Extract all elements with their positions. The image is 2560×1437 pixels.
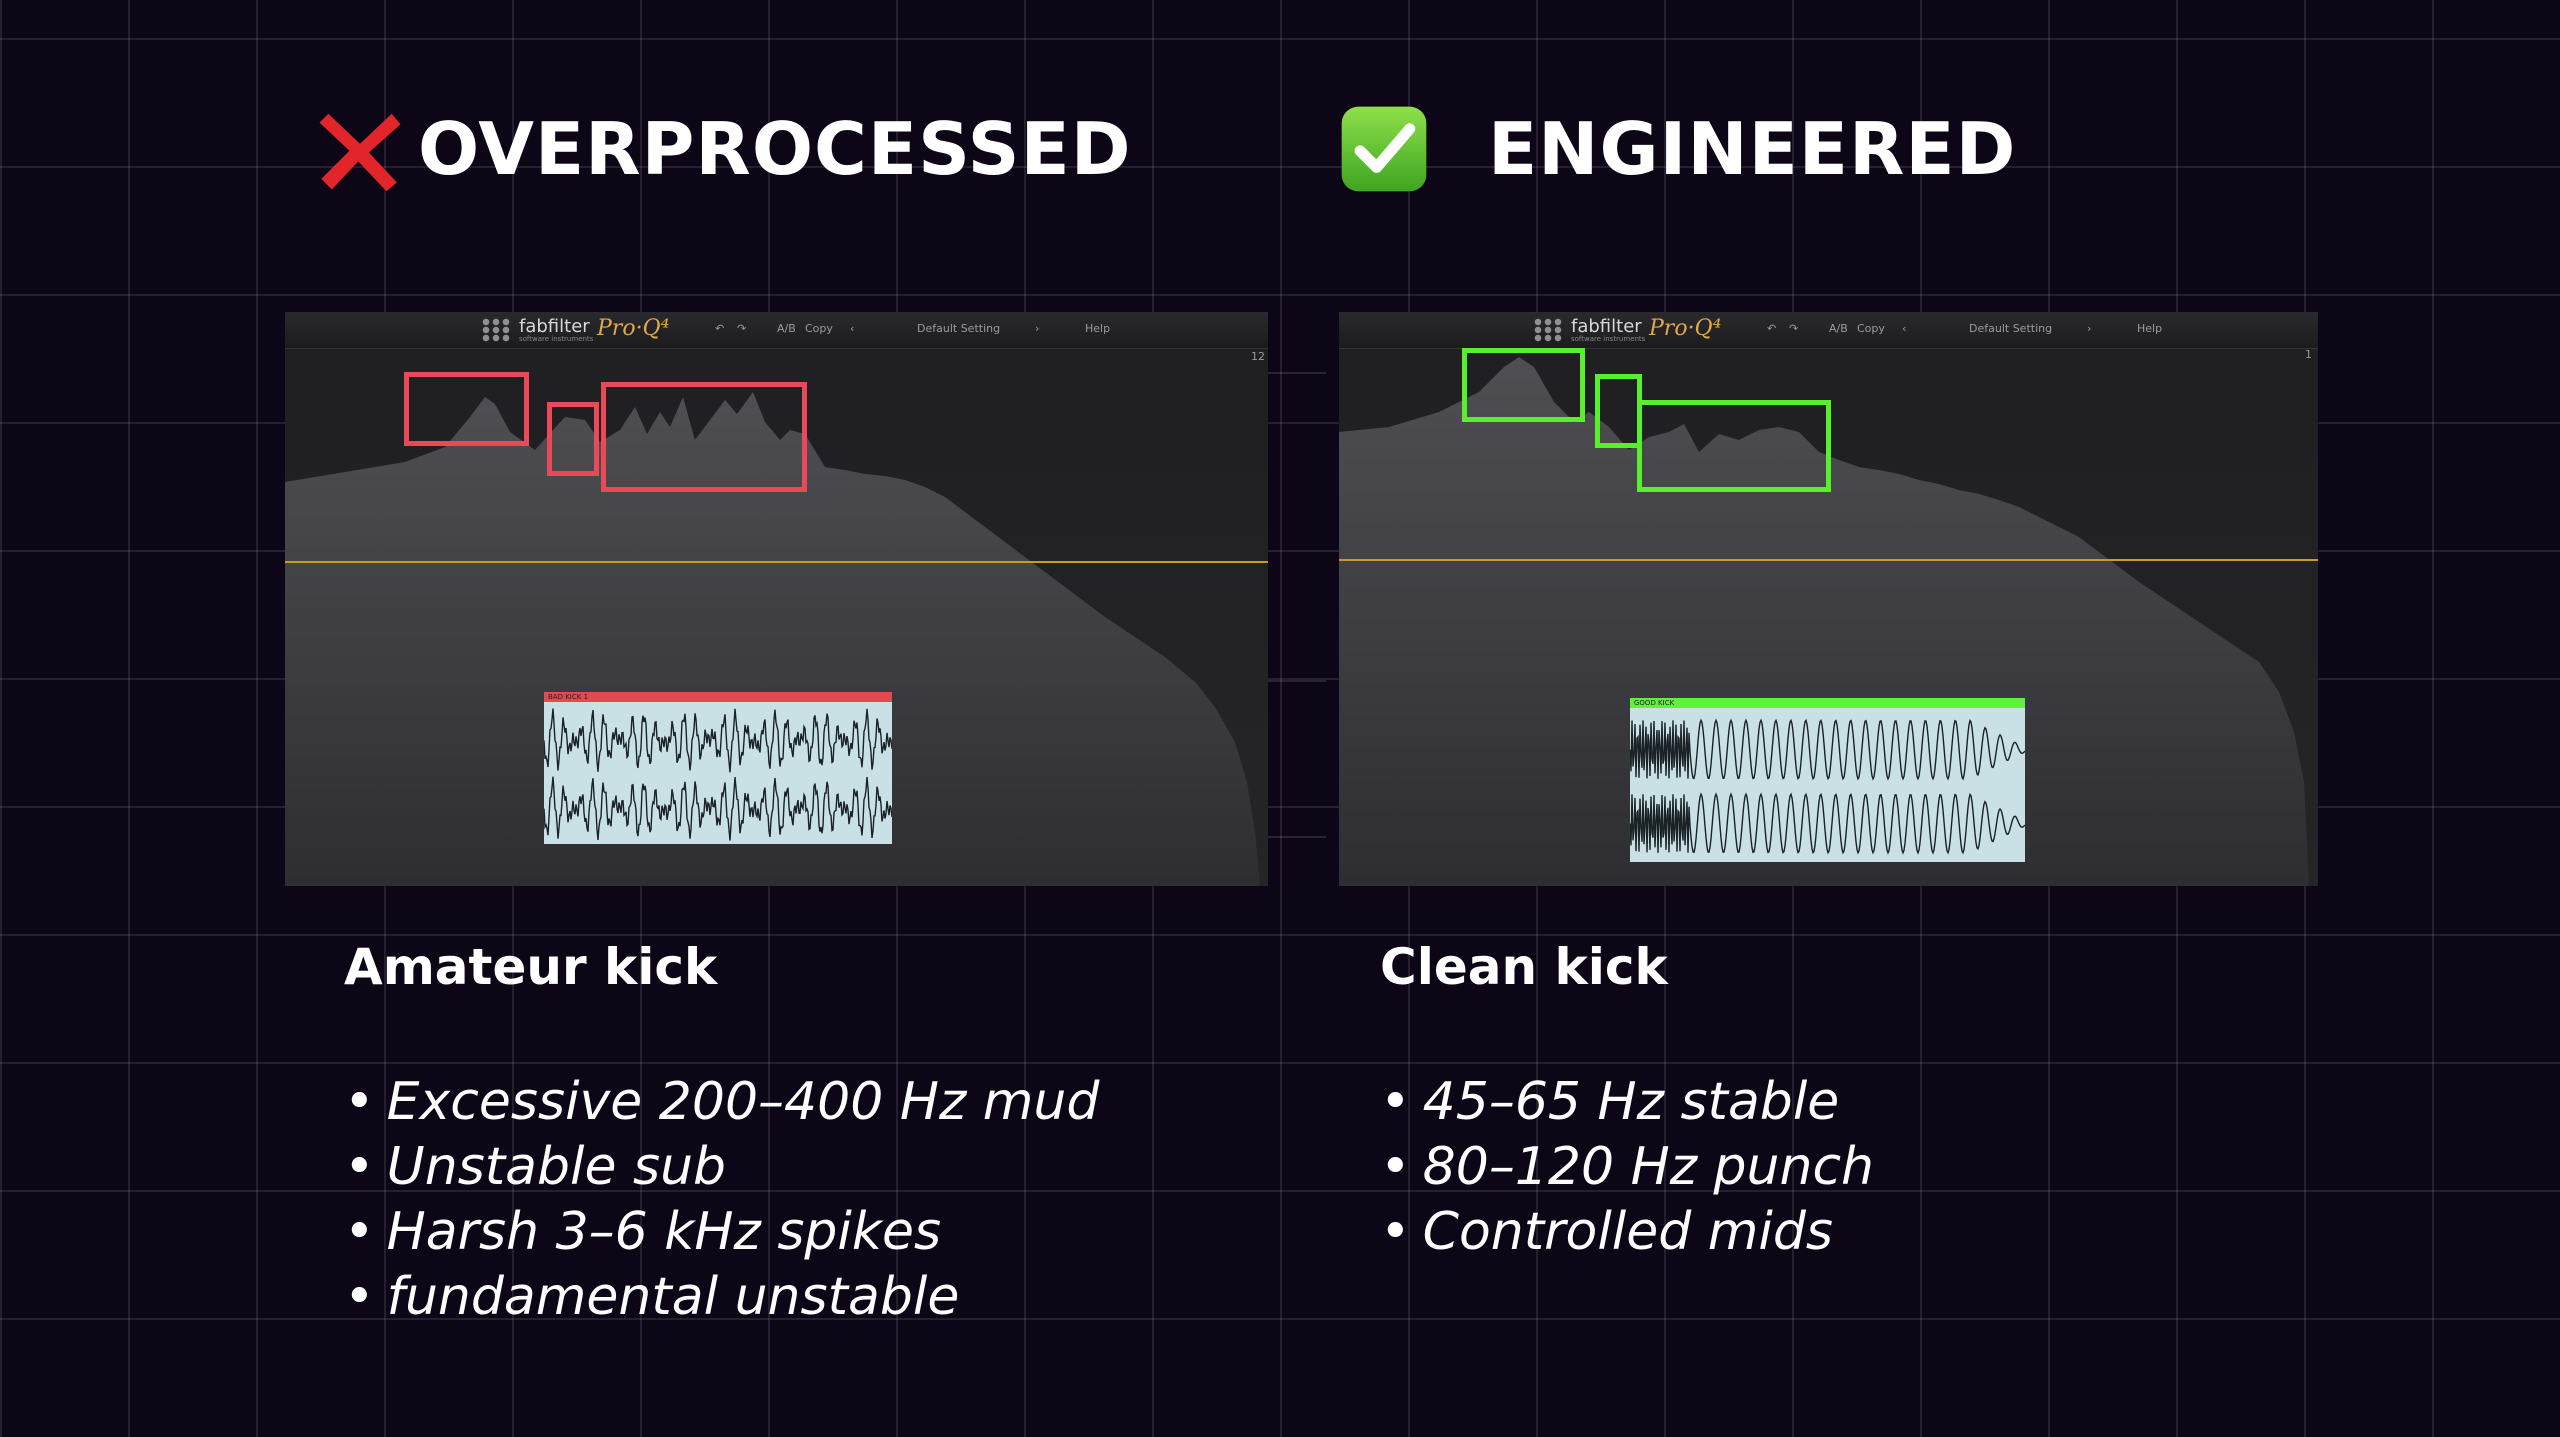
product-label: Pro·Q⁴ <box>1649 316 1722 341</box>
bullet-item: Unstable sub <box>344 1135 1099 1200</box>
help-button[interactable]: Help <box>1085 322 1111 335</box>
waveform-channel <box>1630 718 2025 781</box>
preset-label[interactable]: Default Setting <box>917 322 1001 335</box>
clip-header: GOOD KICK <box>1630 698 2025 708</box>
left-bullet-list: Excessive 200–400 Hz mud Unstable sub Ha… <box>344 1070 1100 1330</box>
redo-icon[interactable]: ↷ <box>737 322 747 335</box>
next-preset-icon[interactable]: › <box>2087 322 2092 335</box>
left-heading-text: OVERPROCESSED <box>418 107 1132 191</box>
preset-label[interactable]: Default Setting <box>1969 322 2053 335</box>
left-waveform <box>544 708 892 841</box>
highlight-box <box>547 402 599 476</box>
right-spectrum <box>1339 357 2318 886</box>
clip-header: BAD KICK 1 <box>544 692 892 702</box>
next-preset-icon[interactable]: › <box>1035 322 1040 335</box>
right-heading-text: ENGINEERED <box>1488 107 2017 191</box>
waveform-channel <box>544 776 892 841</box>
prev-preset-icon[interactable]: ‹ <box>850 322 855 335</box>
right-bullet-list: 45–65 Hz stable 80–120 Hz punch Controll… <box>1380 1070 1874 1265</box>
left-column-title: Amateur kick <box>344 938 718 996</box>
right-column-title: Clean kick <box>1380 938 1668 996</box>
right-waveform <box>1630 718 2025 855</box>
bullet-item: 80–120 Hz punch <box>1380 1135 1874 1200</box>
bullet-item: 45–65 Hz stable <box>1380 1070 1874 1135</box>
left-heading: OVERPROCESSED <box>316 104 1132 194</box>
product-label: Pro·Q⁴ <box>597 316 670 341</box>
highlight-box <box>601 382 807 492</box>
bullet-item: Harsh 3–6 kHz spikes <box>344 1200 1099 1265</box>
waveform-channel <box>544 708 892 773</box>
copy-button[interactable]: Copy <box>805 322 833 335</box>
grid-tick <box>1266 836 1326 838</box>
ab-button[interactable]: A/B <box>1829 322 1848 335</box>
check-mark-button-icon <box>1341 106 1427 192</box>
highlight-box <box>1595 374 1642 448</box>
help-button[interactable]: Help <box>2137 322 2163 335</box>
scale-label: 12 <box>1251 350 1265 363</box>
highlight-box <box>404 372 529 446</box>
undo-icon[interactable]: ↶ <box>1767 322 1777 335</box>
cross-mark-icon <box>319 113 401 192</box>
left-waveform-clip: BAD KICK 1 <box>544 692 892 844</box>
bullet-item: fundamental unstable <box>344 1265 1099 1330</box>
ab-button[interactable]: A/B <box>777 322 796 335</box>
highlight-box <box>1462 348 1585 422</box>
scale-label: 1 <box>2305 348 2312 361</box>
right-heading: ENGINEERED <box>1338 104 2016 194</box>
redo-icon[interactable]: ↷ <box>1789 322 1799 335</box>
bullet-item: Controlled mids <box>1380 1200 1874 1265</box>
prev-preset-icon[interactable]: ‹ <box>1902 322 1907 335</box>
grid-tick <box>1266 372 1326 374</box>
waveform-channel <box>1630 792 2025 855</box>
grid-tick <box>1266 680 1326 682</box>
undo-icon[interactable]: ↶ <box>715 322 725 335</box>
bullet-item: Excessive 200–400 Hz mud <box>344 1070 1100 1135</box>
fabfilter-logo-icon <box>481 318 511 342</box>
highlight-box <box>1637 400 1831 492</box>
fabfilter-logo-icon <box>1533 318 1563 342</box>
left-spectrum <box>285 392 1268 886</box>
right-waveform-clip: GOOD KICK <box>1630 698 2025 862</box>
copy-button[interactable]: Copy <box>1857 322 1885 335</box>
